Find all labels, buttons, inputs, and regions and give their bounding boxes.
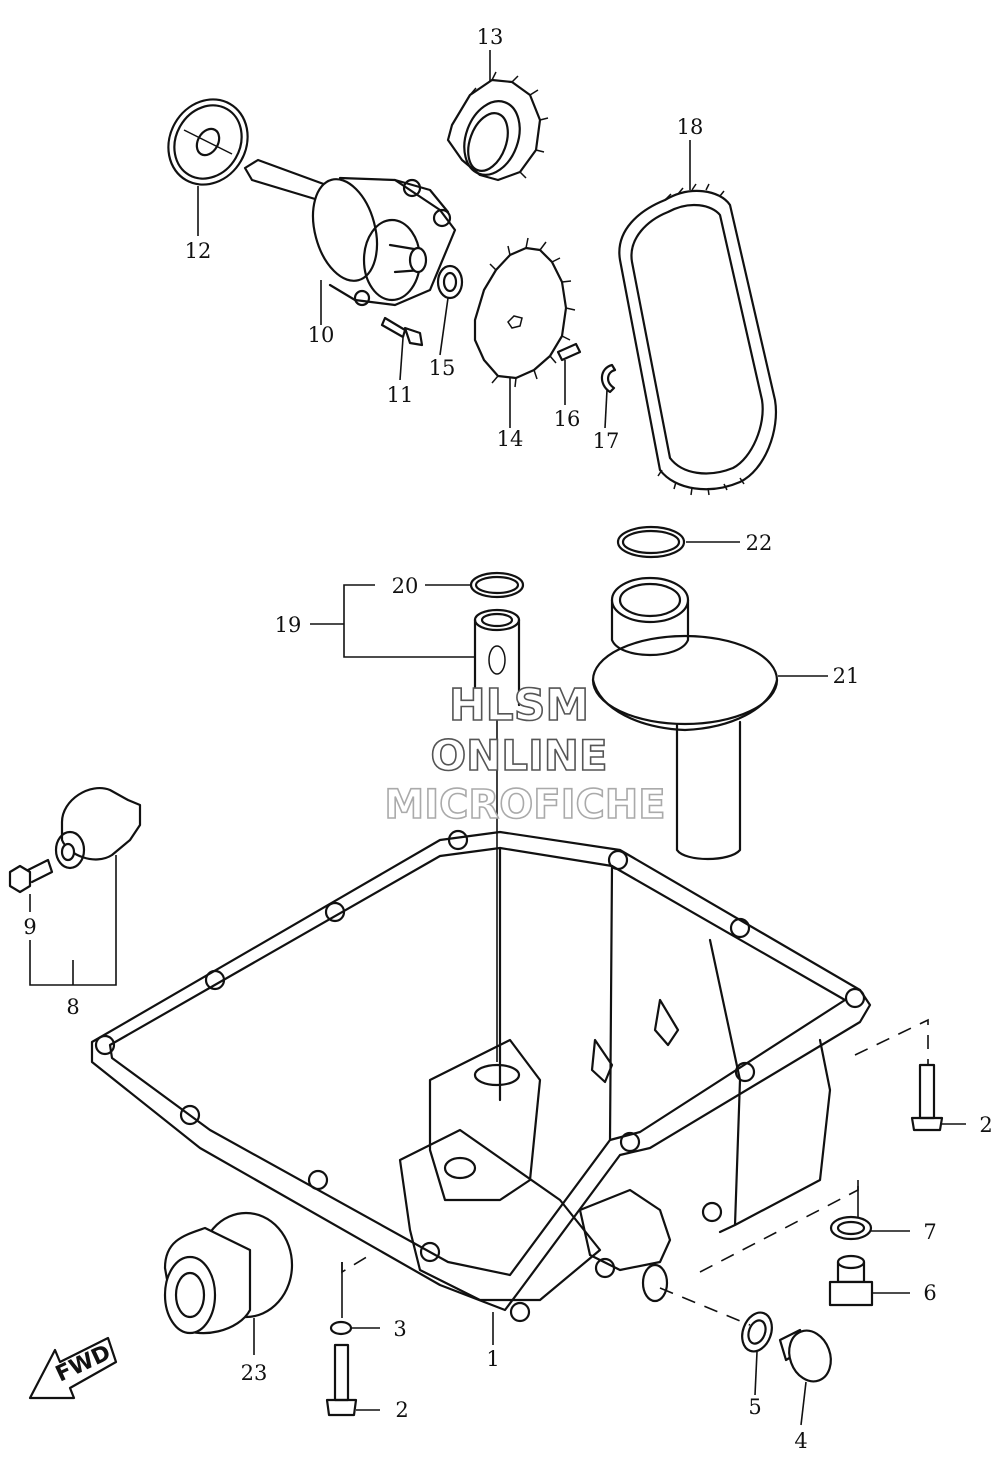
part-18-chain[interactable]	[618, 183, 777, 496]
part-9-bolt[interactable]	[8, 858, 54, 894]
callout-22: 22	[746, 531, 773, 555]
part-5-gasket[interactable]	[737, 1308, 777, 1355]
callout-6: 6	[923, 1281, 936, 1305]
callout-5: 5	[748, 1395, 761, 1419]
part-3-washer[interactable]	[329, 1320, 353, 1336]
callout-3: 3	[393, 1317, 406, 1341]
callout-18: 18	[677, 115, 704, 139]
part-2-flange-bolt-upper[interactable]	[910, 1063, 944, 1132]
part-23-oil-filter[interactable]	[163, 1211, 294, 1335]
callout-7: 7	[923, 1220, 936, 1244]
callout-14: 14	[497, 427, 524, 451]
part-7-gasket[interactable]	[829, 1215, 873, 1241]
part-14-sprocket[interactable]	[473, 237, 576, 388]
part-17-circlip[interactable]	[600, 363, 617, 394]
callout-1: 1	[486, 1347, 499, 1371]
callout-labels: 13 18 12 10 15 11 16 14 17 22 20 19 21 9…	[23, 25, 992, 1453]
part-12-o-ring[interactable]	[153, 85, 263, 199]
part-2-flange-bolt-lower[interactable]	[325, 1343, 358, 1417]
callout-19: 19	[275, 613, 302, 637]
part-1-oil-pan[interactable]	[90, 829, 872, 1323]
leader-lines	[29, 50, 966, 1426]
callout-13: 13	[477, 25, 504, 49]
callout-9: 9	[23, 915, 36, 939]
part-16-pin[interactable]	[556, 342, 582, 362]
part-20-o-ring[interactable]	[469, 571, 525, 599]
callout-10: 10	[308, 323, 335, 347]
part-22-o-ring[interactable]	[616, 525, 686, 559]
part-15-washer[interactable]	[436, 264, 464, 300]
part-11-bolt[interactable]	[380, 316, 424, 347]
callout-17: 17	[593, 429, 620, 453]
part-13-drive-gear[interactable]	[446, 71, 549, 183]
callout-15: 15	[429, 356, 456, 380]
callout-2-lower: 2	[395, 1398, 408, 1422]
callout-20: 20	[392, 574, 419, 598]
watermark: HLSM ONLINE MICROFICHE	[384, 679, 667, 829]
callout-16: 16	[554, 407, 581, 431]
part-21-oil-strainer[interactable]	[591, 576, 779, 860]
fwd-arrow-icon: FWD	[28, 1336, 118, 1400]
part-10-oil-pump[interactable]	[243, 158, 457, 307]
watermark-line2: ONLINE	[430, 731, 607, 780]
part-8-oil-pressure-switch[interactable]	[54, 787, 142, 870]
part-6-plug[interactable]	[828, 1254, 874, 1307]
callout-12: 12	[185, 239, 212, 263]
alignment-dashed-lines	[341, 1018, 929, 1326]
callout-11: 11	[387, 383, 414, 407]
callout-4: 4	[794, 1429, 807, 1453]
watermark-line3: MICROFICHE	[384, 782, 665, 828]
callout-8: 8	[66, 995, 79, 1019]
callout-23: 23	[241, 1361, 268, 1385]
callout-21: 21	[833, 664, 860, 688]
watermark-line1: HLSM	[449, 680, 589, 731]
part-19-oil-pipe[interactable]	[473, 608, 521, 707]
part-4-drain-plug[interactable]	[778, 1325, 838, 1388]
callout-2-upper: 2	[979, 1113, 992, 1137]
